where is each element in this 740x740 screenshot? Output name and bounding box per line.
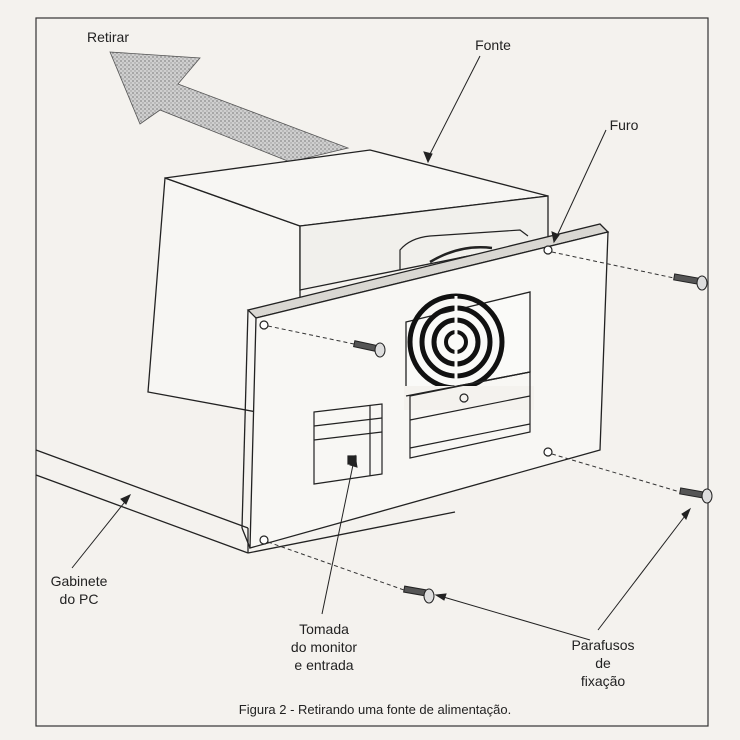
lower-slot bbox=[409, 371, 531, 459]
leader-parafusos-1 bbox=[597, 511, 689, 631]
leader-lines bbox=[71, 55, 692, 641]
screw-bottom-right bbox=[679, 487, 713, 504]
monitor-socket bbox=[313, 403, 383, 485]
figure-frame bbox=[35, 17, 709, 727]
label-parafusos: Parafusos de fixação bbox=[571, 637, 635, 689]
leader-furo bbox=[555, 129, 607, 239]
figure-caption: Figura 2 - Retirando uma fonte de alimen… bbox=[238, 702, 512, 717]
fan-grill-icon bbox=[404, 291, 534, 410]
screw-icon bbox=[353, 273, 713, 604]
label-fonte: Fonte bbox=[475, 37, 511, 53]
hole-bottom-right bbox=[543, 447, 553, 457]
label-retirar: Retirar bbox=[86, 29, 129, 45]
leader-gabinete bbox=[71, 497, 129, 569]
screw-top-right bbox=[673, 273, 708, 291]
hole-top-left bbox=[259, 320, 269, 330]
retirar-arrow-icon bbox=[109, 51, 350, 163]
screw-bottom-left bbox=[403, 585, 435, 604]
pc-cabinet bbox=[35, 449, 456, 554]
hole-bottom-left bbox=[259, 535, 269, 545]
hole-top-right bbox=[543, 245, 553, 255]
alignment-lines bbox=[267, 251, 681, 591]
label-tomada: Tomada do monitor e entrada bbox=[290, 621, 358, 673]
leader-tomada bbox=[321, 459, 355, 615]
leader-fonte bbox=[427, 55, 481, 159]
leader-parafusos-2 bbox=[439, 595, 591, 641]
panel-holes bbox=[259, 245, 553, 545]
label-furo: Furo bbox=[609, 117, 639, 133]
label-gabinete: Gabinete do PC bbox=[50, 573, 108, 607]
screw-top-left bbox=[353, 340, 386, 358]
